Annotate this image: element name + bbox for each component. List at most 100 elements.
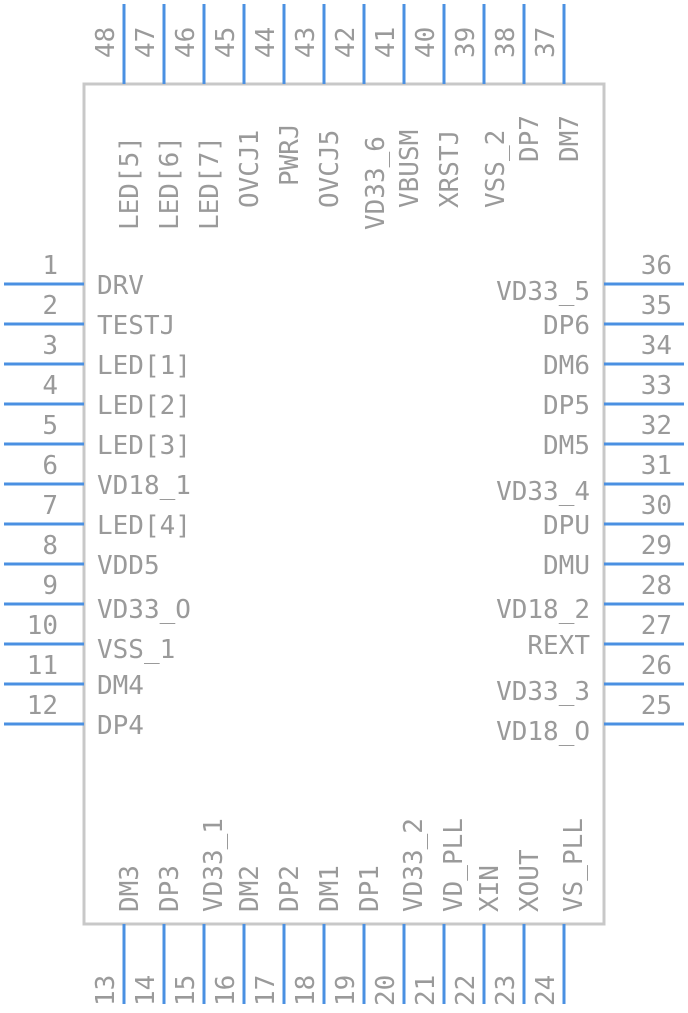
svg-text:VSS_1: VSS_1 (97, 635, 175, 665)
svg-text:LED[7]: LED[7] (195, 136, 225, 230)
pin-22: 22 XIN (451, 865, 505, 1006)
svg-text:5: 5 (42, 411, 58, 441)
ic-body (82, 82, 606, 926)
svg-text:4: 4 (42, 371, 58, 401)
svg-text:VD33_1: VD33_1 (199, 818, 229, 912)
svg-text:28: 28 (641, 571, 672, 601)
svg-text:VD_PLL: VD_PLL (439, 818, 469, 912)
svg-text:VD33_2: VD33_2 (399, 818, 429, 912)
svg-text:DM4: DM4 (97, 671, 144, 701)
svg-text:21: 21 (411, 975, 441, 1006)
svg-text:29: 29 (641, 531, 672, 561)
svg-text:22: 22 (451, 975, 481, 1006)
svg-text:27: 27 (641, 611, 672, 641)
svg-text:VD18_2: VD18_2 (496, 595, 590, 625)
svg-text:17: 17 (251, 975, 281, 1006)
svg-text:44: 44 (251, 27, 281, 58)
svg-text:3: 3 (42, 331, 58, 361)
svg-text:REXT: REXT (527, 631, 590, 661)
svg-text:40: 40 (411, 27, 441, 58)
svg-text:DPU: DPU (543, 511, 590, 541)
pin-18: 18 DM1 (291, 865, 345, 1006)
svg-text:7: 7 (42, 491, 58, 521)
svg-text:12: 12 (27, 691, 58, 721)
svg-text:9: 9 (42, 571, 58, 601)
svg-text:25: 25 (641, 691, 672, 721)
svg-text:DM6: DM6 (543, 351, 590, 381)
svg-text:45: 45 (211, 27, 241, 58)
svg-text:LED[2]: LED[2] (97, 391, 191, 421)
pin-24: 24 VS_PLL (531, 818, 589, 1006)
svg-text:VDD5: VDD5 (97, 551, 160, 581)
svg-text:31: 31 (641, 451, 672, 481)
svg-text:VSS_2: VSS_2 (481, 130, 511, 208)
svg-text:VD18_O: VD18_O (496, 717, 590, 747)
svg-text:36: 36 (641, 251, 672, 281)
svg-text:19: 19 (331, 975, 361, 1006)
svg-text:XRSTJ: XRSTJ (435, 130, 465, 208)
svg-text:11: 11 (27, 651, 58, 681)
svg-text:VD33_3: VD33_3 (496, 677, 590, 707)
svg-text:LED[4]: LED[4] (97, 511, 191, 541)
svg-text:VD33_4: VD33_4 (496, 477, 590, 507)
svg-text:LED[3]: LED[3] (97, 431, 191, 461)
svg-text:26: 26 (641, 651, 672, 681)
svg-text:DM3: DM3 (115, 865, 145, 912)
svg-text:LED[5]: LED[5] (115, 136, 145, 230)
svg-text:TESTJ: TESTJ (97, 311, 175, 341)
svg-text:OVCJ5: OVCJ5 (315, 130, 345, 208)
svg-text:39: 39 (451, 27, 481, 58)
svg-text:LED[1]: LED[1] (97, 351, 191, 381)
svg-text:30: 30 (641, 491, 672, 521)
svg-text:6: 6 (42, 451, 58, 481)
svg-text:34: 34 (641, 331, 672, 361)
svg-text:46: 46 (171, 27, 201, 58)
svg-text:DRV: DRV (97, 271, 144, 301)
svg-text:VD33_6: VD33_6 (361, 136, 391, 230)
svg-text:DP5: DP5 (543, 391, 590, 421)
svg-text:DP1: DP1 (355, 865, 385, 912)
svg-text:1: 1 (42, 251, 58, 281)
svg-text:35: 35 (641, 291, 672, 321)
svg-text:VD18_1: VD18_1 (97, 471, 191, 501)
svg-text:XOUT: XOUT (515, 849, 545, 912)
svg-text:PWRJ: PWRJ (275, 123, 305, 186)
svg-text:DM5: DM5 (543, 431, 590, 461)
svg-text:XIN: XIN (475, 865, 505, 912)
svg-text:47: 47 (131, 27, 161, 58)
svg-text:24: 24 (531, 975, 561, 1006)
svg-text:48: 48 (91, 27, 121, 58)
svg-text:18: 18 (291, 975, 321, 1006)
svg-text:DM1: DM1 (315, 865, 345, 912)
svg-text:VS_PLL: VS_PLL (559, 818, 589, 912)
svg-text:8: 8 (42, 531, 58, 561)
